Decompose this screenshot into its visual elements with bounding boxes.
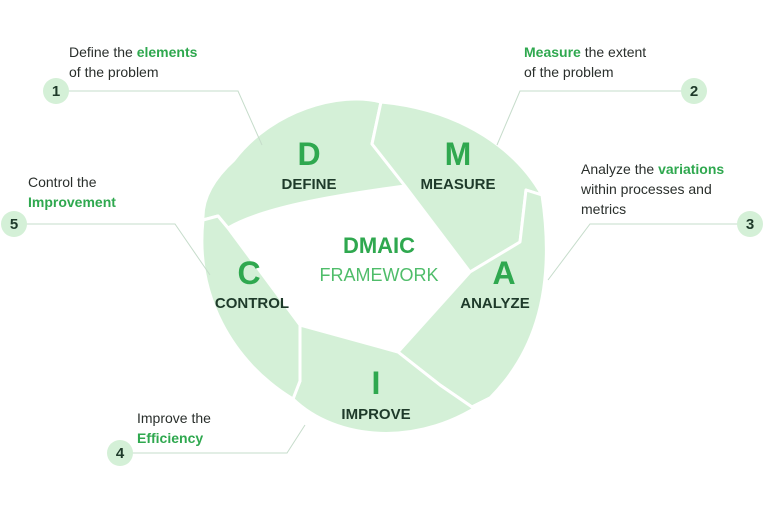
leader-line-1 xyxy=(67,90,263,146)
stage-label-control: CONTROL xyxy=(215,295,289,312)
stage-label-improve: IMPROVE xyxy=(341,406,410,423)
note-control: Control the Improvement xyxy=(28,172,116,212)
badge-1: 1 xyxy=(43,78,69,104)
badge-3: 3 xyxy=(737,211,763,237)
badge-2: 2 xyxy=(681,78,707,104)
stage-letter-improve: I xyxy=(372,365,381,401)
note-analyze: Analyze the variations within processes … xyxy=(581,159,724,219)
note-1-highlight: elements xyxy=(136,44,198,60)
note-2-line2: of the problem xyxy=(524,64,614,80)
note-3-line3: metrics xyxy=(581,201,627,217)
leader-line-5 xyxy=(14,223,211,276)
note-4-highlight: Efficiency xyxy=(137,430,204,446)
stage-letter-measure: M xyxy=(445,136,472,172)
stage-letter-analyze: A xyxy=(492,255,515,291)
svg-text:5: 5 xyxy=(10,216,18,233)
stage-letter-control: C xyxy=(237,255,260,291)
stage-label-measure: MEASURE xyxy=(420,176,495,193)
note-5-highlight: Improvement xyxy=(28,194,116,210)
segment-control xyxy=(200,214,302,401)
badge-5: 5 xyxy=(1,211,27,237)
note-2-text: the extent xyxy=(580,44,647,60)
note-3-line2: within processes and xyxy=(581,181,712,197)
note-1-text: Define the xyxy=(69,44,137,60)
framework-title: DMAIC xyxy=(343,233,415,258)
note-improve: Improve the Efficiency xyxy=(137,408,211,448)
segment-define xyxy=(201,97,407,230)
svg-text:2: 2 xyxy=(690,83,698,100)
svg-text:4: 4 xyxy=(116,445,125,462)
leader-line-4 xyxy=(120,424,306,454)
note-define: Define the elements of the problem xyxy=(69,42,197,82)
badge-4: 4 xyxy=(107,440,133,466)
svg-text:1: 1 xyxy=(52,83,60,100)
leader-line-3 xyxy=(547,223,750,281)
note-measure: Measure the extent of the problem xyxy=(524,42,646,82)
framework-subtitle: FRAMEWORK xyxy=(320,265,439,285)
stage-label-define: DEFINE xyxy=(281,176,336,193)
note-1-line2: of the problem xyxy=(69,64,159,80)
note-4-line1: Improve the xyxy=(137,410,211,426)
note-3-highlight: variations xyxy=(658,161,725,177)
note-3-text: Analyze the xyxy=(581,161,659,177)
note-5-line1: Control the xyxy=(28,174,97,190)
stage-letter-define: D xyxy=(297,136,320,172)
stage-label-analyze: ANALYZE xyxy=(460,295,529,312)
note-2-highlight: Measure xyxy=(524,44,581,60)
svg-text:3: 3 xyxy=(746,216,754,233)
leader-line-2 xyxy=(496,90,694,146)
